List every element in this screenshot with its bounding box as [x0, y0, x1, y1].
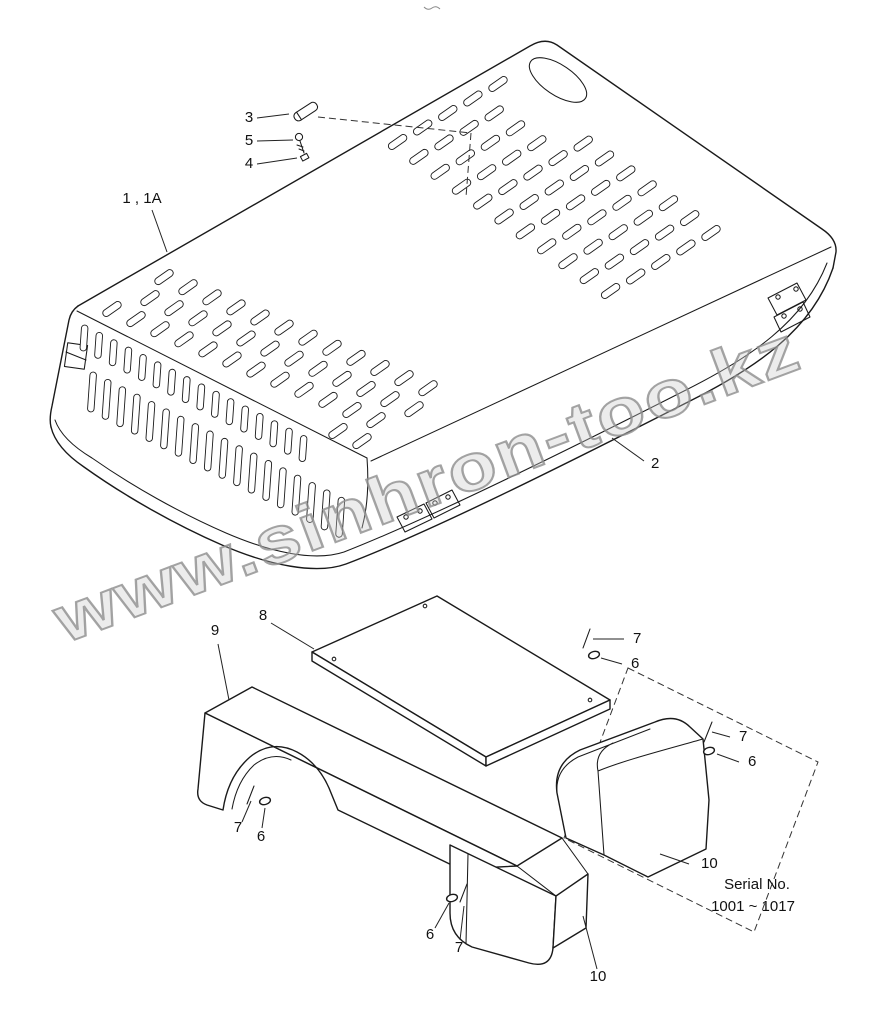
part-label-3: 3: [245, 109, 253, 126]
serial-note: Serial No. 1001 ~ 1017: [711, 876, 795, 915]
side-cover-10: [555, 717, 710, 878]
clip-pin-icon: [459, 883, 468, 903]
hood-rim-outer: [50, 267, 834, 570]
part-label-6-c: 6: [257, 828, 265, 845]
leader-line: [659, 853, 690, 865]
small-parts: [293, 101, 472, 198]
part-label-9: 9: [211, 622, 219, 639]
leader-line: [256, 157, 298, 165]
part-label-1-1a: 1 , 1A: [122, 190, 161, 207]
part-label-10-a: 10: [590, 968, 607, 985]
leader-line: [611, 437, 645, 462]
part-label-7-c: 7: [234, 819, 242, 836]
serial-note-line1: Serial No.: [724, 876, 790, 893]
part-label-7-b: 7: [739, 728, 747, 745]
louver-group-front-face: [79, 324, 346, 538]
leader-line: [217, 643, 230, 701]
serial-note-line2: 1001 ~ 1017: [711, 898, 795, 915]
hood-top-outline: [77, 40, 837, 307]
leader-line: [716, 753, 740, 763]
leader-line: [582, 915, 598, 970]
grommet-icon: [445, 893, 459, 903]
part-label-8: 8: [259, 607, 267, 624]
hood-corner-crease: [361, 457, 369, 529]
leader-line: [241, 800, 252, 823]
grommet-icon: [702, 746, 716, 756]
print-smudge: [423, 6, 441, 10]
pin-part: [293, 101, 319, 122]
leader-line: [459, 905, 465, 941]
hood-se-fold: [370, 246, 832, 462]
grommet-icon: [587, 650, 601, 660]
oval-vent-hole: [528, 57, 588, 103]
hood-left-edge: [49, 305, 79, 428]
hood-rim-inner: [54, 262, 828, 557]
leader-line: [270, 622, 315, 650]
leader-line: [600, 657, 623, 665]
cover-plate-8: [311, 595, 611, 767]
clip-pin-icon: [703, 721, 713, 743]
leader-line: [151, 209, 168, 253]
leader-line: [256, 113, 290, 119]
screw-part: [294, 132, 305, 154]
part-label-4: 4: [245, 155, 253, 172]
part-label-6-b: 6: [748, 753, 756, 770]
clip-pin-icon: [246, 785, 255, 805]
hinge-bracket-front: [396, 489, 461, 533]
latch-detail: [63, 342, 89, 370]
hood-sw-fold: [76, 310, 368, 459]
part-label-6-a: 6: [631, 655, 639, 672]
engine-hood: [49, 40, 837, 570]
part-label-2: 2: [651, 455, 659, 472]
hinge-bracket-right: [767, 282, 811, 333]
fasteners: [246, 628, 716, 903]
construction-dashes: [317, 116, 472, 198]
leader-line: [256, 139, 294, 142]
callouts: 3 5 4 1 , 1A 2 8 9 7 6 7 6 7 6 10 10 6 7…: [122, 109, 795, 985]
leader-line: [261, 807, 266, 829]
leader-line: [434, 902, 450, 929]
part-label-7-a: 7: [633, 630, 641, 647]
leader-line: [711, 731, 731, 738]
part-label-5: 5: [245, 132, 253, 149]
part-label-7-d: 7: [455, 939, 463, 956]
grommet-icon: [258, 796, 272, 806]
louver-group-left: [102, 269, 438, 450]
louver-group-right: [387, 76, 721, 299]
washer-part: [299, 152, 310, 162]
clip-pin-icon: [582, 628, 591, 649]
part-label-6-d: 6: [426, 926, 434, 943]
part-label-10-b: 10: [701, 855, 718, 872]
